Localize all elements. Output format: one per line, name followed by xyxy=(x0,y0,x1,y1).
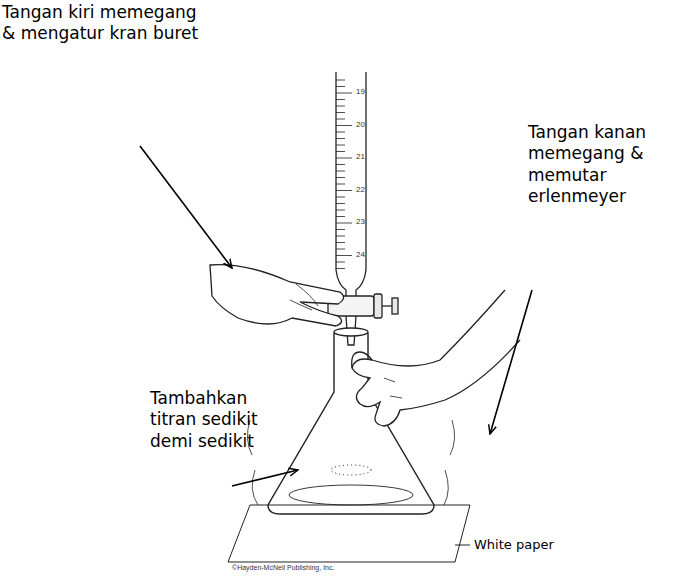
pointer-arrow xyxy=(140,146,232,268)
erlenmeyer-flask xyxy=(247,328,454,514)
scale-number: 19 xyxy=(356,87,376,97)
scale-number: 22 xyxy=(356,185,376,195)
left-hand xyxy=(210,265,344,326)
callout-text: Tangan kanan memegang & memutar erlenmey… xyxy=(528,122,691,207)
scale-number: 24 xyxy=(356,250,376,260)
copyright-note: ©Hayden-McNeil Publishing, Inc. xyxy=(232,564,432,573)
pointer-arrow xyxy=(490,290,532,434)
paper-label: White paper xyxy=(474,537,594,553)
leader-line xyxy=(455,545,470,546)
pointer-arrow xyxy=(232,470,298,486)
callout-text: Tambahkan titran sedikit demi sedikit xyxy=(150,388,268,452)
scale-number: 20 xyxy=(356,120,376,130)
scale-number: 23 xyxy=(356,217,376,227)
scale-number: 21 xyxy=(356,152,376,162)
callout-text: Tangan kiri memegang & mengatur kran bur… xyxy=(2,2,207,45)
right-hand xyxy=(352,290,520,426)
